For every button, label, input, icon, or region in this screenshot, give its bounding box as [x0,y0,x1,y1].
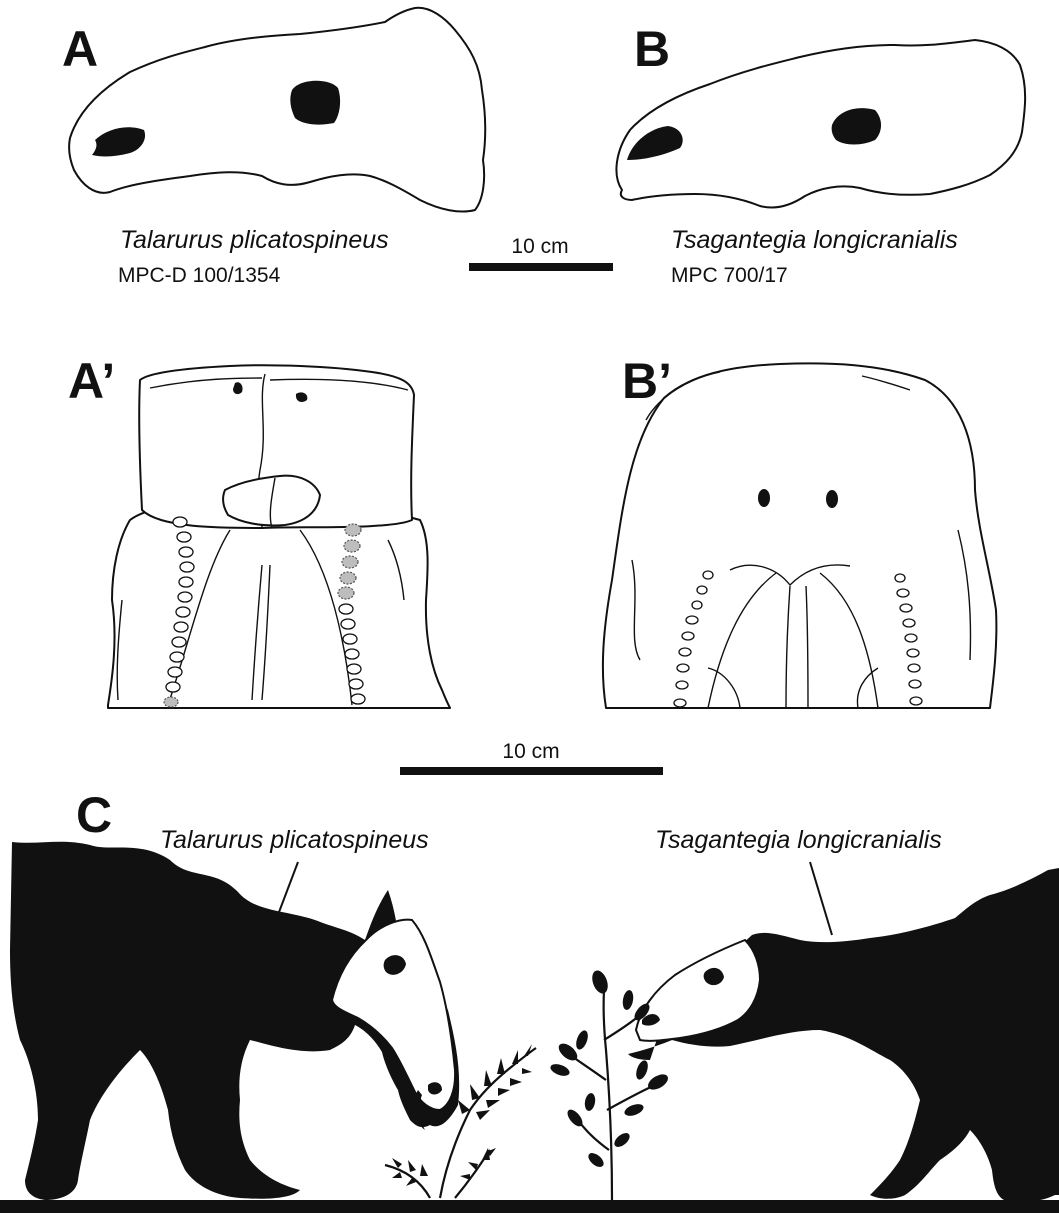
talarurus-orbit [290,81,340,125]
tooth [177,532,191,542]
tooth [908,664,920,672]
tooth [676,681,688,689]
tooth [349,679,363,689]
panel-a-letter: A [62,21,98,77]
tooth [172,637,186,647]
tooth [180,562,194,572]
tooth [341,619,355,629]
tooth [692,601,702,609]
tooth [166,682,180,692]
tooth [910,697,922,705]
ground-line [0,1200,1059,1213]
scale-bar-middle-line [400,767,663,775]
scale-bar-middle-label: 10 cm [502,740,559,763]
tooth [674,699,686,707]
panel-c: C Talarurus plicatospineus Tsagantegia l… [0,787,1059,1213]
panel-a-specimen: MPC-D 100/1354 [118,264,281,287]
tooth [677,664,689,672]
talarurus-skull-dorsal-body [108,503,450,708]
tooth-grey [164,697,178,707]
tooth [179,577,193,587]
tooth [682,632,694,640]
tooth [176,607,190,617]
panel-a-prime-letter: A’ [68,353,115,409]
tooth [895,574,905,582]
tooth [178,592,192,602]
tooth-grey [342,556,358,568]
tooth [900,604,912,612]
scale-bar-top: 10 cm [469,235,613,271]
talarurus-skull-lateral [69,8,485,212]
tooth [339,604,353,614]
panel-a: A Talarurus plicatospineus MPC-D 100/135… [62,8,485,287]
panel-c-letter: C [76,787,112,843]
panel-b-specimen: MPC 700/17 [671,264,788,287]
tooth [170,652,184,662]
tsagantegia-pit-right [826,490,838,508]
panel-a-species: Talarurus plicatospineus [120,226,389,254]
tooth [703,571,713,579]
tooth [905,634,917,642]
tooth [174,622,188,632]
tooth [168,667,182,677]
tsagantegia-skull-dorsal [603,363,997,708]
tooth [347,664,361,674]
tooth [907,649,919,657]
panel-b: B Tsagantegia longicranialis MPC 700/17 [616,21,1025,287]
tooth-grey [345,524,361,536]
tooth [686,616,698,624]
panel-c-left-leader [276,862,298,920]
panel-b-letter: B [634,21,670,77]
panel-c-right-leader [810,862,832,935]
panel-c-left-label: Talarurus plicatospineus [160,826,429,854]
scale-bar-top-label: 10 cm [511,235,568,258]
tooth [679,648,691,656]
tooth-grey [344,540,360,552]
tsagantegia-skull-lateral [616,40,1025,208]
tooth [909,680,921,688]
panel-b-species: Tsagantegia longicranialis [671,226,958,254]
tooth-grey [340,572,356,584]
tooth [343,634,357,644]
tooth-grey [338,587,354,599]
panel-b-prime: B’ [603,353,997,708]
tooth [351,694,365,704]
scale-bar-top-line [469,263,613,271]
tsagantegia-pit-left [758,489,770,507]
tooth [179,547,193,557]
panel-c-right-label: Tsagantegia longicranialis [655,826,942,854]
tooth [897,589,909,597]
tooth [697,586,707,594]
panel-a-prime: A’ [68,353,450,708]
tooth [345,649,359,659]
tooth [173,517,187,527]
scale-bar-middle: 10 cm [400,740,663,775]
tooth [903,619,915,627]
